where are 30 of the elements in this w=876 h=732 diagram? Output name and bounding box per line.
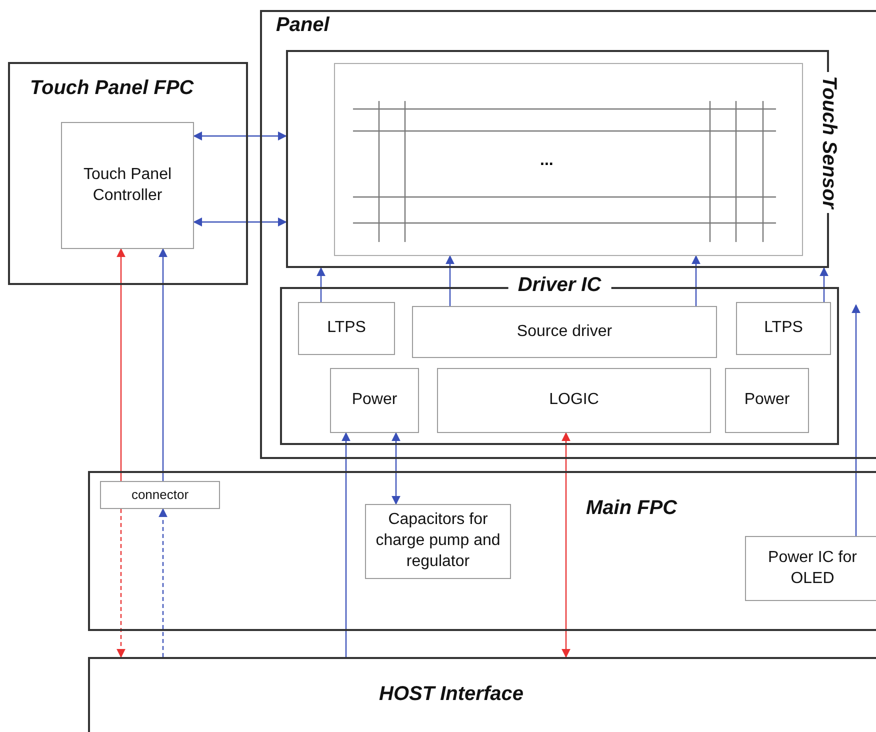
main-fpc-board bbox=[88, 471, 876, 631]
controller-box: Touch Panel Controller bbox=[61, 122, 194, 249]
arrow bbox=[342, 432, 350, 657]
arrow bbox=[158, 508, 168, 657]
arrow bbox=[193, 132, 287, 140]
arrow bbox=[193, 218, 287, 226]
arrow bbox=[158, 248, 168, 481]
capacitor-block: Capacitors for charge pump and regulator bbox=[365, 504, 511, 579]
arrow bbox=[392, 432, 400, 505]
arrow bbox=[852, 304, 860, 536]
logic-block: LOGIC bbox=[437, 368, 711, 433]
arrow bbox=[562, 432, 570, 658]
connector-block: connector bbox=[100, 481, 220, 509]
panel-frame bbox=[260, 10, 876, 459]
ltps-block: LTPS bbox=[298, 302, 395, 355]
fpc-board bbox=[8, 62, 248, 285]
arrow bbox=[316, 267, 326, 302]
source-driver-block: Source driver bbox=[412, 306, 717, 358]
ellipsis-text: ... bbox=[540, 152, 554, 170]
sensor-grid bbox=[334, 63, 803, 256]
power-ic-block: Power IC for OLED bbox=[745, 536, 876, 601]
arrow bbox=[116, 509, 126, 658]
arrow bbox=[692, 255, 700, 306]
power-block: Power bbox=[725, 368, 809, 433]
host-interface-board bbox=[88, 657, 876, 732]
arrow bbox=[820, 267, 828, 302]
arrow bbox=[116, 248, 126, 481]
arrow bbox=[446, 255, 454, 306]
power-block: Power bbox=[330, 368, 419, 433]
ltps-block: LTPS bbox=[736, 302, 831, 355]
